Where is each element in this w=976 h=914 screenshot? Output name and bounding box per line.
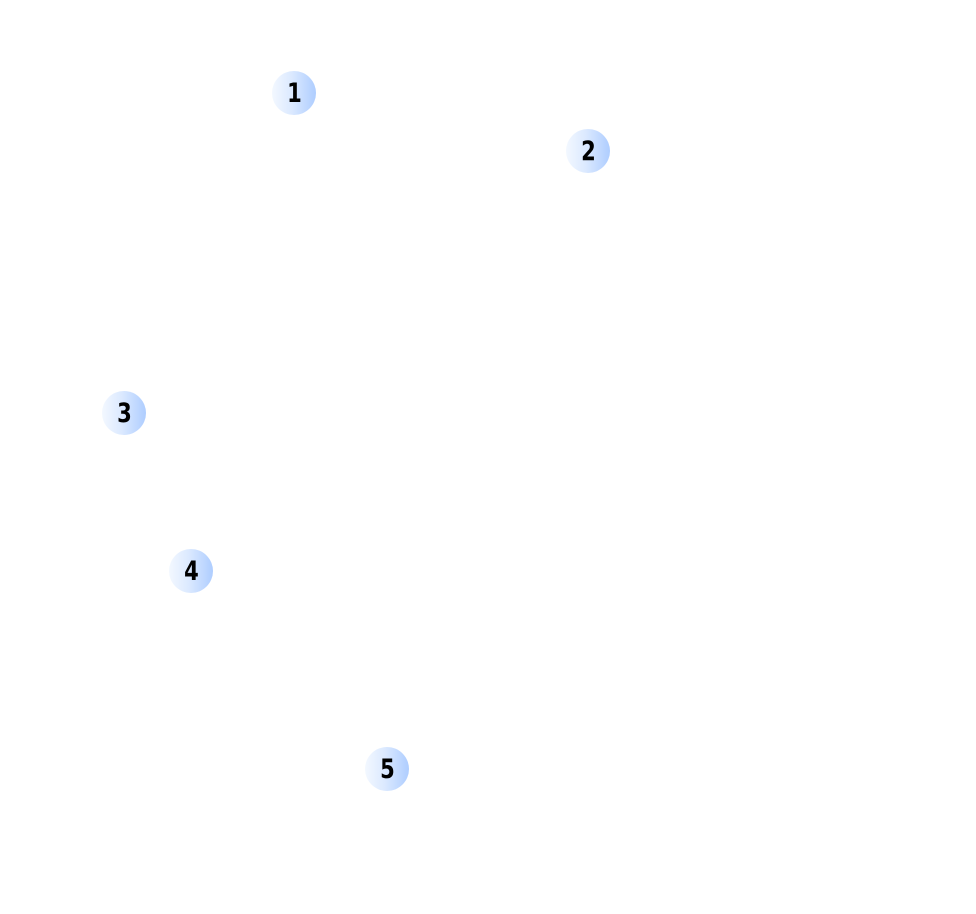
number-marker-1[interactable]: 1 (272, 71, 316, 115)
marker-label: 2 (580, 135, 596, 167)
number-marker-4[interactable]: 4 (169, 549, 213, 593)
number-marker-5[interactable]: 5 (365, 747, 409, 791)
marker-label: 3 (116, 397, 132, 429)
marker-label: 4 (183, 555, 199, 587)
number-marker-2[interactable]: 2 (566, 129, 610, 173)
marker-label: 5 (379, 753, 395, 785)
number-marker-3[interactable]: 3 (102, 391, 146, 435)
marker-label: 1 (286, 77, 302, 109)
